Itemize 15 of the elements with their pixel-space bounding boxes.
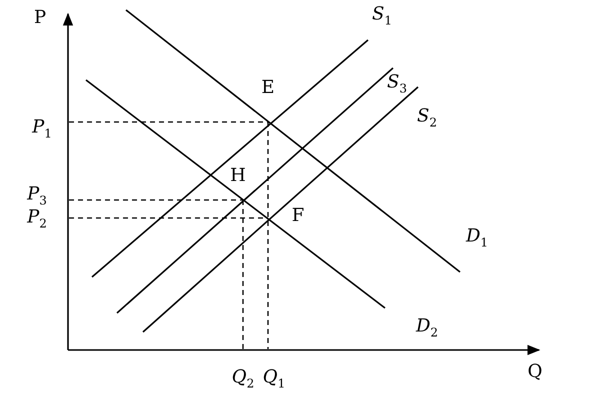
point-label: F <box>292 207 304 225</box>
point-label: E <box>261 79 275 97</box>
price-label: P$_{3}$ <box>27 186 47 206</box>
axis-label: Q <box>528 363 542 381</box>
curve-label: S$_{3}$ <box>387 74 407 94</box>
point-label: H <box>230 167 246 185</box>
price-label: P$_{2}$ <box>27 208 47 230</box>
curve-label: D$_{1}$ <box>466 228 488 248</box>
price-label: P$_{1}$ <box>32 118 52 140</box>
curve-label: S$_{1}$ <box>372 6 392 26</box>
quantity-label: Q$_{2}$ <box>232 368 254 390</box>
quantity-label: Q$_{1}$ <box>262 368 286 390</box>
curve-label: D$_{2}$ <box>416 318 438 338</box>
axis-label: P <box>34 9 46 27</box>
curve-label: S$_{2}$ <box>417 108 437 128</box>
